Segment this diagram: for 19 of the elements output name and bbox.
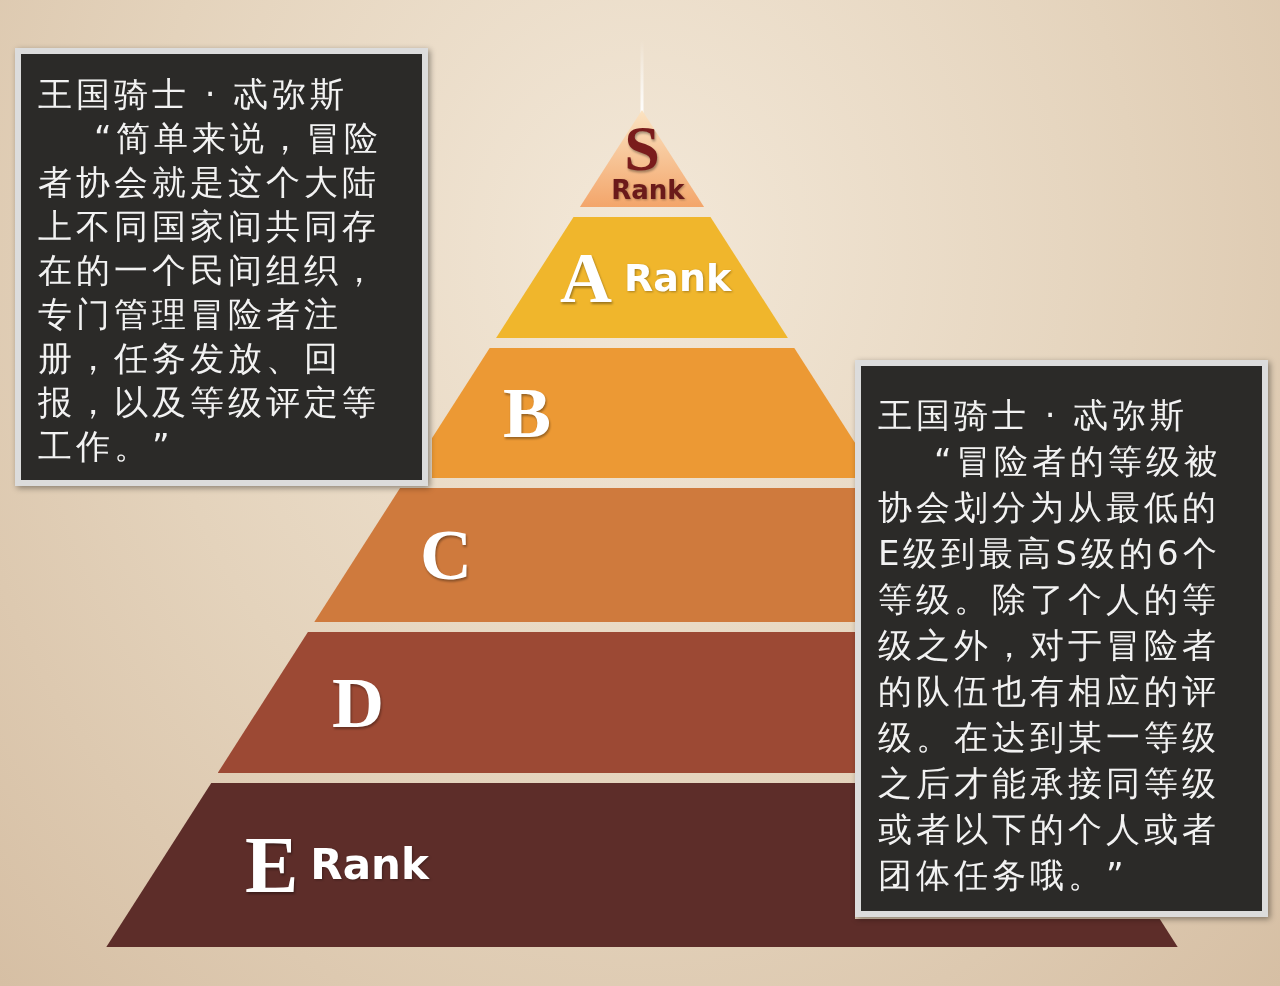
- rank-letter: B: [503, 378, 552, 448]
- rank-letter: S: [624, 123, 660, 175]
- quote-panel: [855, 360, 1268, 917]
- rank-letter: D: [332, 667, 384, 738]
- pyramid-tier: [432, 348, 855, 478]
- pyramid-tier: [314, 488, 855, 622]
- pyramid-tier: [217, 632, 855, 773]
- quote-text: “冒险者的等级被协会划分为从最低的E级到最高S级的6个等级。除了个人的等级之外，对于冒险者的队伍也有相应的评级。在达到某一等级之后才能承接同等级或者以下的个人或者团体任务哦。”: [878, 440, 1223, 897]
- rank-letter: E: [245, 828, 299, 902]
- quote-text: “简单来说，冒险者协会就是这个大陆上不同国家间共同存在的一个民间组织，专门管理冒险者注册，任务发放、回报，以及等级评定等工作。”: [38, 117, 383, 468]
- speaker-name: 王国骑士 · 忒弥斯: [38, 73, 350, 116]
- rank-word: Rank: [310, 839, 429, 891]
- pyramid-tier: [106, 783, 855, 947]
- speaker-name: 王国骑士 · 忒弥斯: [878, 394, 1190, 437]
- rank-word: Rank: [624, 254, 732, 302]
- rank-letter: A: [560, 242, 612, 313]
- quote-panel: [15, 48, 428, 486]
- rank-letter: C: [420, 520, 472, 590]
- rank-word: Rank: [611, 175, 685, 205]
